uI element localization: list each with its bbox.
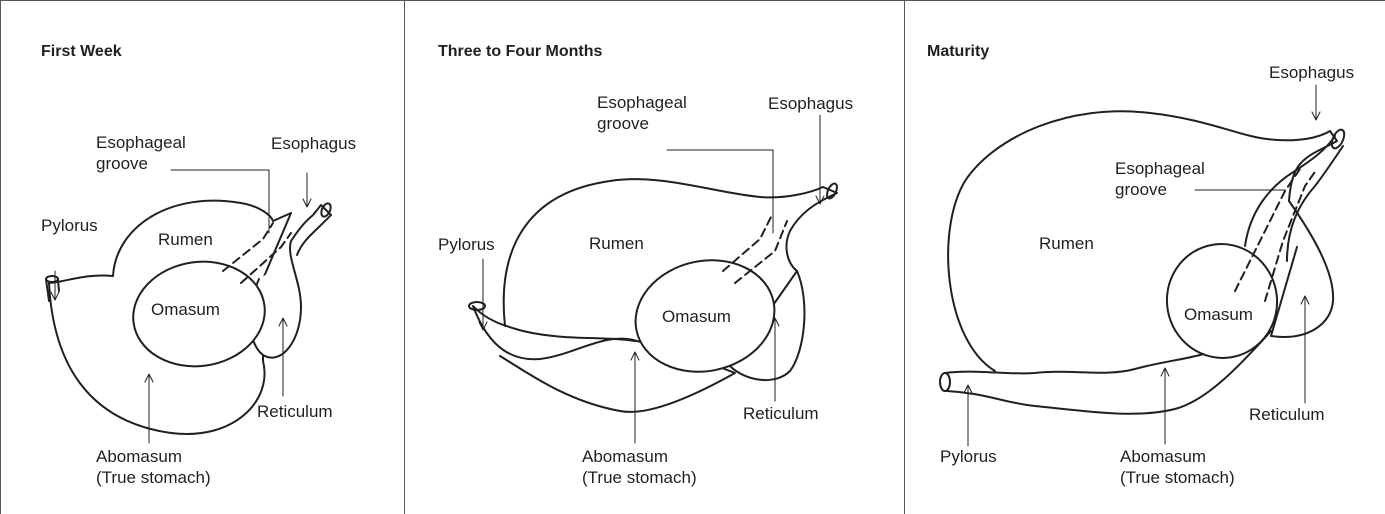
abomasum-lower-outline xyxy=(523,331,635,341)
label-abomasum: Abomasum (True stomach) xyxy=(582,446,697,488)
pylorus-opening xyxy=(46,276,58,282)
label-esophagus: Esophagus xyxy=(768,93,853,114)
label-rumen: Rumen xyxy=(589,233,644,254)
label-omasum: Omasum xyxy=(1184,304,1253,325)
label-reticulum: Reticulum xyxy=(743,403,819,424)
three-to-four-months-stomach-drawing xyxy=(405,1,904,514)
label-abomasum: Abomasum (True stomach) xyxy=(1120,446,1235,488)
label-esophagus: Esophagus xyxy=(271,133,356,154)
label-abomasum: Abomasum (True stomach) xyxy=(96,446,211,488)
label-reticulum: Reticulum xyxy=(1249,404,1325,425)
label-reticulum: Reticulum xyxy=(257,401,333,422)
label-pylorus: Pylorus xyxy=(41,215,98,236)
label-esophageal-groove: Esophageal groove xyxy=(1115,158,1205,200)
label-omasum: Omasum xyxy=(151,299,220,320)
panel-first-week: First Week xyxy=(0,0,404,514)
reticulum-outline xyxy=(251,205,332,358)
first-week-stomach-drawing xyxy=(1,1,404,514)
label-esophageal-groove: Esophageal groove xyxy=(597,92,687,134)
esophagus-opening xyxy=(1329,128,1347,150)
panel-maturity: Maturity xyxy=(904,0,1385,514)
label-rumen: Rumen xyxy=(1039,233,1094,254)
label-esophageal-groove: Esophageal groove xyxy=(96,132,186,174)
label-rumen: Rumen xyxy=(158,229,213,250)
reticulum-outline xyxy=(1271,201,1333,337)
omasum-outline xyxy=(1158,235,1286,366)
label-esophagus: Esophagus xyxy=(1269,62,1354,83)
pylorus-opening xyxy=(940,373,950,391)
label-pylorus: Pylorus xyxy=(940,446,997,467)
panel-three-to-four-months: Three to Four Months xyxy=(404,0,904,514)
esophageal-groove-dash-1 xyxy=(223,223,273,271)
label-pylorus: Pylorus xyxy=(438,234,495,255)
label-omasum: Omasum xyxy=(662,306,731,327)
